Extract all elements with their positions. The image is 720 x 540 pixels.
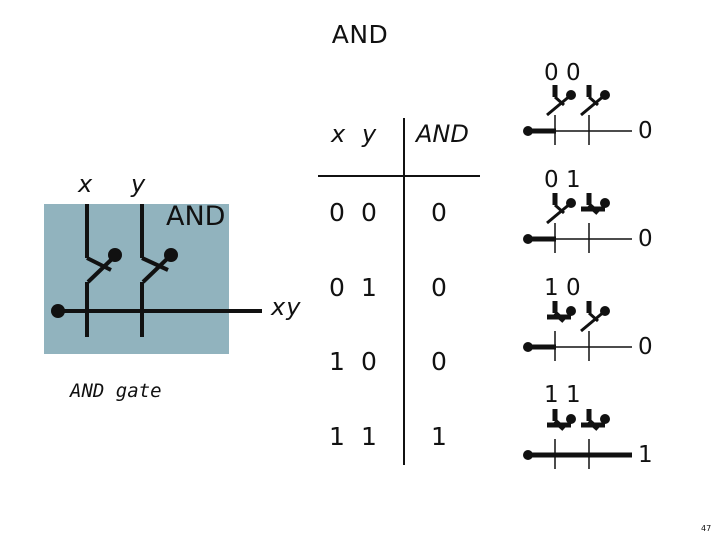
table-cell-y: 0 [361,198,377,227]
input-label-x: x [78,170,93,198]
table-header-and: AND [416,120,469,148]
switch-y-lever [141,256,170,284]
table-cell-out: 1 [431,422,447,451]
mini-switch-lever [546,201,572,225]
combo-inputs-label: 1 0 [544,275,581,301]
slide-title: AND [331,20,389,49]
table-cell-y: 0 [361,347,377,376]
switch-y-dot [164,248,178,262]
table-cell-out: 0 [431,347,447,376]
table-cell-y: 1 [361,273,377,302]
combo-output-label: 0 [638,334,653,360]
input-label-y: y [131,170,146,198]
table-cell-x: 0 [329,198,345,227]
mini-bus-dot [523,126,533,136]
table-header-x: x [331,120,346,148]
wire-y-switch [141,256,169,272]
gate-box-label: AND [166,201,226,232]
mini-switch-dot [600,198,610,208]
combo-inputs-label: 0 1 [544,167,581,193]
table-cell-out: 0 [431,198,447,227]
mini-switch-lever [546,93,572,117]
gate-caption: AND gate [70,380,162,402]
combo-inputs-label: 1 1 [544,382,581,408]
output-source-dot [51,304,65,318]
mini-switch-lever [580,93,606,117]
mini-bus-dot [523,234,533,244]
page-number: 47 [701,524,712,533]
mini-switch-dot [566,414,576,424]
mini-switch-dot [566,90,576,100]
mini-switch-lever [580,309,606,333]
wire-x-switch [86,256,112,272]
table-cell-y: 1 [361,422,377,451]
table-cell-x: 1 [329,347,345,376]
combo-inputs-label: 0 0 [544,60,581,86]
table-cell-x: 1 [329,422,345,451]
combo-output-label: 0 [638,118,653,144]
mini-switch-dot [600,90,610,100]
mini-switch-dot [566,198,576,208]
mini-switch-dot [566,306,576,316]
combo-output-label: 1 [638,442,653,468]
combo-output-label: 0 [638,226,653,252]
table-cell-x: 0 [329,273,345,302]
mini-switch-dot [600,414,610,424]
mini-bus-dot [523,342,533,352]
table-header-y: y [362,120,377,148]
mini-bus-dot [523,450,533,460]
gate-box [44,204,229,354]
table-cell-out: 0 [431,273,447,302]
mini-switch-dot [600,306,610,316]
switch-x-dot [108,248,122,262]
switch-x-lever [86,256,115,284]
output-label: xy [271,293,302,321]
